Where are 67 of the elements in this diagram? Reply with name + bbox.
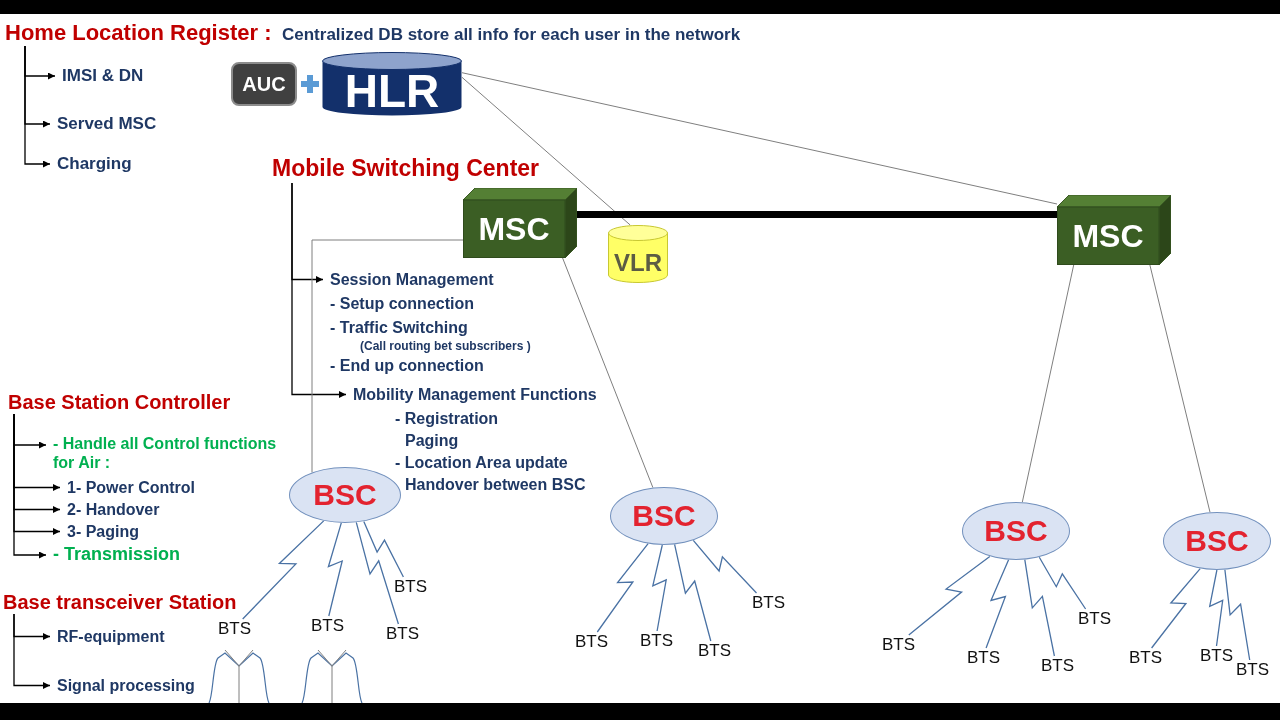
arrow [24, 45, 51, 168]
list-text: - End up connection [330, 356, 484, 376]
list-item: 1- Power Control [60, 478, 195, 498]
bts-label: BTS [1078, 609, 1112, 630]
bts-label: BTS [1236, 660, 1270, 681]
list-item: 2- Handover [60, 500, 160, 520]
bts-label: BTS [218, 619, 252, 640]
list-item: RF-equipment [50, 627, 165, 647]
section-heading: Base transceiver Station [3, 590, 237, 614]
bts-label: BTS [1200, 646, 1234, 667]
list-text: - Registration [395, 409, 499, 429]
connector-line [1149, 264, 1211, 513]
description-text: Centralized DB store all info for each user in the network [282, 25, 741, 46]
arrow [13, 413, 47, 559]
list-item: Charging [50, 154, 132, 175]
lightning-link [651, 544, 668, 632]
bsc-ellipse: BSC [1163, 512, 1271, 570]
list-item: 3- Paging [60, 522, 139, 542]
connector-line [1021, 264, 1075, 503]
bts-label: BTS [698, 641, 732, 662]
list-item: IMSI & DN [55, 66, 144, 87]
bts-label: BTS [1041, 656, 1075, 677]
lightning-link [1224, 569, 1251, 661]
list-item: Session Management [323, 270, 494, 290]
section-heading: Home Location Register : [5, 20, 272, 47]
list-text: Handover between BSC [405, 475, 586, 495]
auc-block: AUC [231, 62, 297, 106]
section-heading: Mobile Switching Center [272, 155, 540, 183]
list-item: Mobility Management Functions [346, 385, 597, 405]
list-text: - Setup connection [330, 294, 474, 314]
connector-line [562, 257, 654, 489]
list-item: Served MSC [50, 114, 157, 135]
lightning-link [242, 520, 325, 620]
lightning-link [673, 543, 712, 642]
lightning-link [355, 521, 400, 625]
lightning-link [908, 555, 991, 636]
bsc-ellipse: BSC [610, 487, 718, 545]
section-heading: Base Station Controller [8, 390, 231, 414]
bsc-ellipse: BSC [962, 502, 1070, 560]
list-item: Signal processing [50, 676, 195, 696]
bts-label: BTS [394, 577, 428, 598]
bts-label: BTS [575, 632, 609, 653]
connector-line [311, 239, 464, 473]
lightning-link [692, 539, 758, 594]
bts-label: BTS [967, 648, 1001, 669]
list-text: Paging [405, 431, 459, 451]
connector-line [461, 72, 1058, 205]
bts-label: BTS [311, 616, 345, 637]
bts-label: BTS [640, 631, 674, 652]
thick-link [577, 211, 1057, 219]
arrow [291, 182, 347, 398]
bts-label: BTS [1129, 648, 1163, 669]
bts-label: BTS [882, 635, 916, 656]
lightning-link [1024, 558, 1056, 657]
lightning-link [327, 522, 344, 617]
list-item: - Transmission [46, 544, 181, 566]
bts-label: BTS [752, 593, 786, 614]
lightning-link [596, 543, 649, 633]
lightning-link [1208, 569, 1224, 647]
bts-label: BTS [386, 624, 420, 645]
bsc-ellipse: BSC [289, 467, 401, 523]
lightning-link [985, 559, 1010, 649]
list-text: (Call routing bet subscribers ) [360, 339, 531, 354]
lightning-link [1038, 556, 1087, 610]
connector-line [461, 76, 631, 226]
list-text: - Traffic Switching [330, 318, 468, 338]
arrow [13, 613, 51, 689]
